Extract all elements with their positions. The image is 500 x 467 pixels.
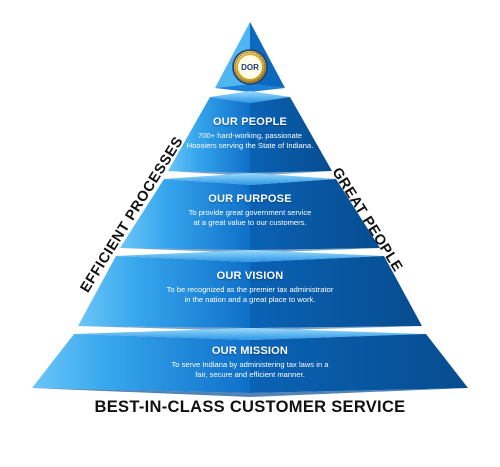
- tier-people-title: OUR PEOPLE: [212, 116, 288, 128]
- tier-people: [168, 91, 332, 176]
- tier-vision-text: OUR VISION To be recognized as the premi…: [0, 270, 500, 305]
- tier-purpose-title: OUR PURPOSE: [208, 193, 292, 205]
- tier-people-description: 700+ hard-working, passionate Hoosiers s…: [186, 131, 314, 150]
- tier-people-text: OUR PEOPLE 700+ hard-working, passionate…: [0, 116, 500, 151]
- tier-purpose: [120, 173, 380, 253]
- best-in-class-label: BEST-IN-CLASS CUSTOMER SERVICE: [94, 398, 406, 416]
- tier-mission-text: OUR MISSION To serve Indiana by administ…: [0, 345, 500, 380]
- tier-mission-title: OUR MISSION: [211, 345, 289, 357]
- tier-purpose-text: OUR PURPOSE To provide great government …: [0, 193, 500, 228]
- tier-vision: [78, 250, 422, 331]
- tier-mission-description: To serve Indiana by administering tax la…: [171, 360, 329, 379]
- tier-vision-description: To be recognized as the premier tax admi…: [166, 285, 334, 304]
- seal-abbreviation: DOR: [241, 63, 259, 72]
- tier-mission: [32, 328, 468, 397]
- tier-purpose-description: To provide great government service at a…: [188, 208, 312, 227]
- tier-vision-title: OUR VISION: [216, 270, 284, 282]
- dor-seal: DOR: [232, 49, 268, 85]
